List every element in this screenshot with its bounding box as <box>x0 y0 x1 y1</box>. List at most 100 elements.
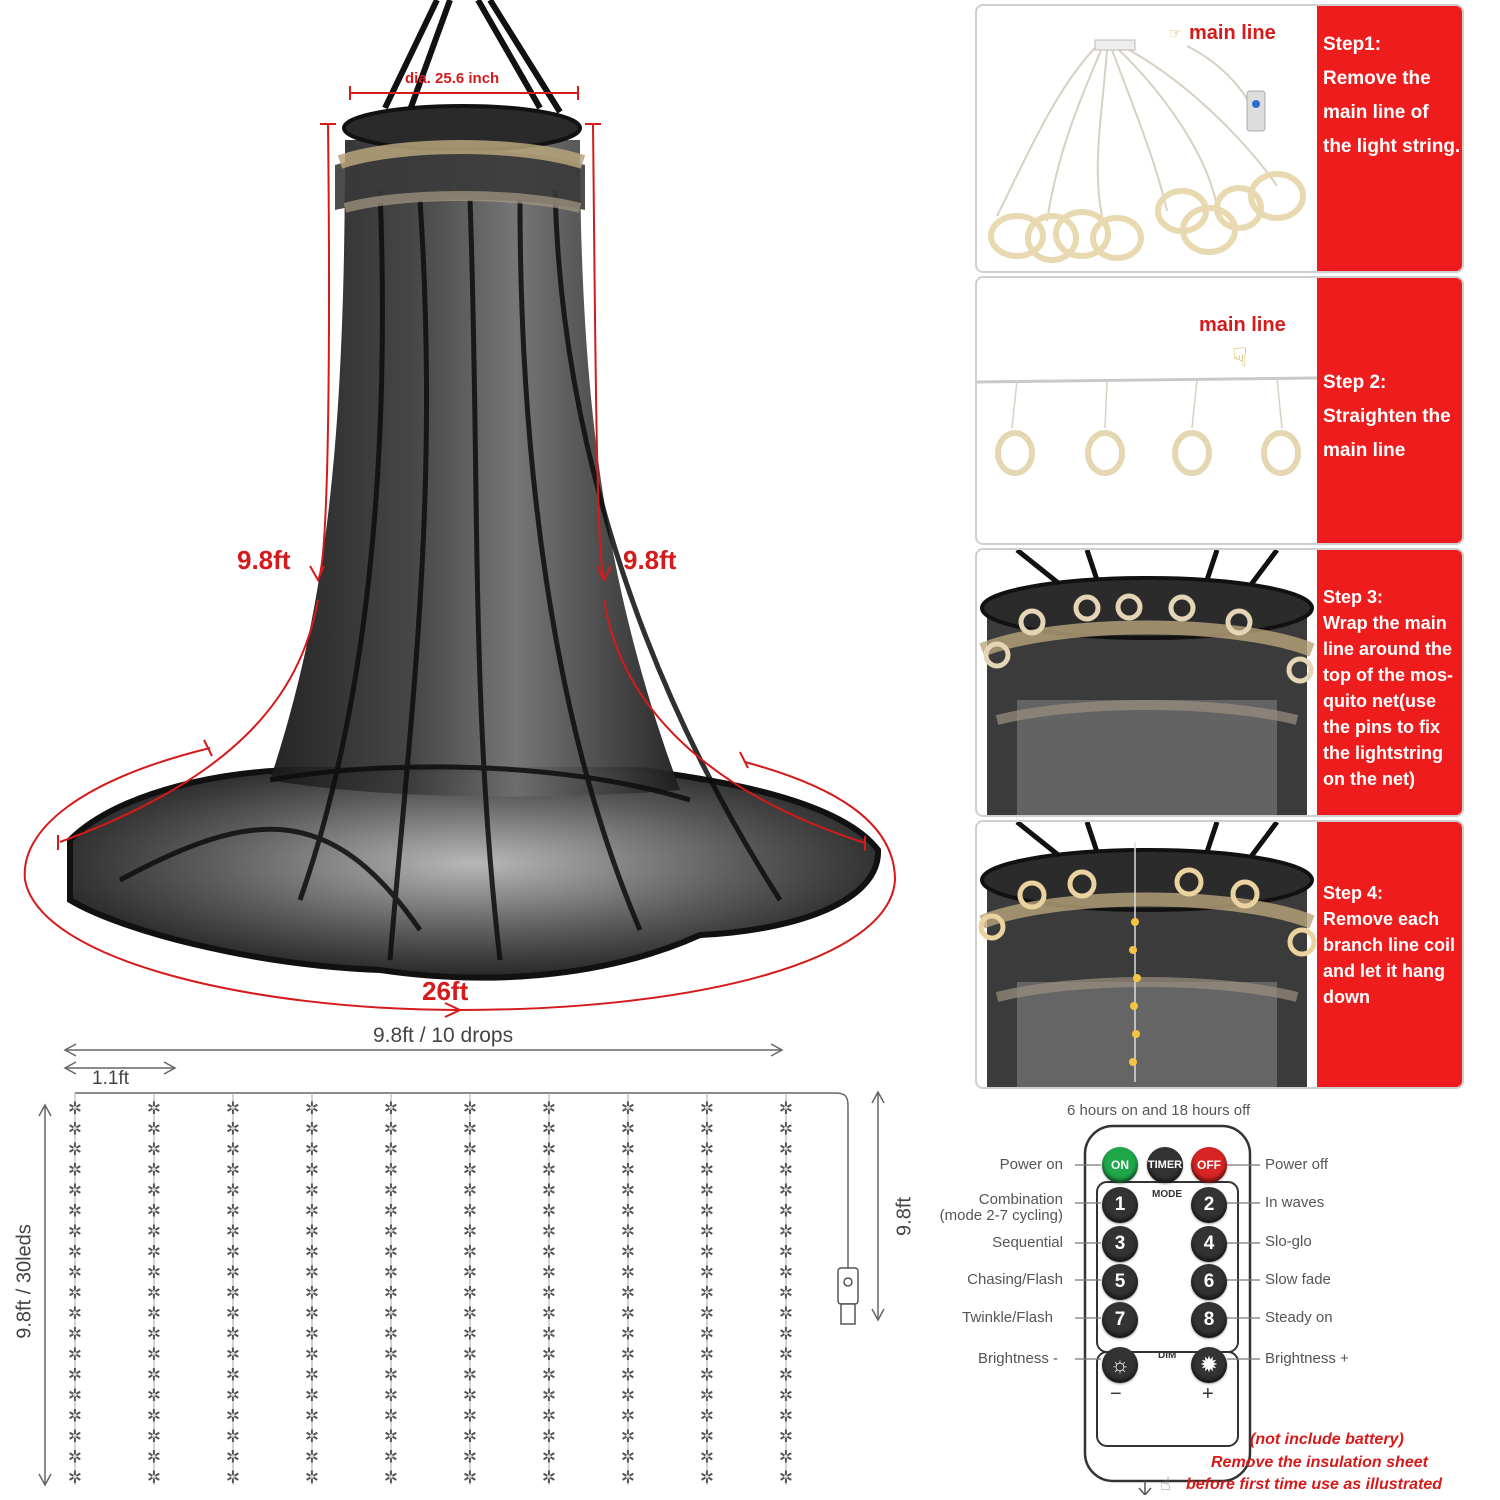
led-star-icon: ✲ <box>68 1161 82 1180</box>
led-star-icon: ✲ <box>463 1304 477 1323</box>
remote-button-2[interactable]: 2 <box>1191 1187 1227 1223</box>
led-star-icon: ✲ <box>621 1202 635 1221</box>
led-star-icon: ✲ <box>305 1407 319 1426</box>
led-star-icon: ✲ <box>621 1284 635 1303</box>
led-star-icon: ✲ <box>542 1345 556 1364</box>
led-star-icon: ✲ <box>463 1325 477 1344</box>
led-star-icon: ✲ <box>779 1325 793 1344</box>
svg-text:☞: ☞ <box>1169 25 1182 41</box>
remote-timer-button[interactable]: TIMER <box>1147 1147 1183 1183</box>
led-star-icon: ✲ <box>68 1448 82 1467</box>
led-star-icon: ✲ <box>68 1222 82 1241</box>
curtain-height-label: 9.8ft / 30leds <box>13 1224 36 1339</box>
pull-hand-icon: ☝ <box>1160 1474 1171 1494</box>
led-star-icon: ✲ <box>700 1263 714 1282</box>
led-star-icon: ✲ <box>226 1222 240 1241</box>
led-star-icon: ✲ <box>779 1222 793 1241</box>
led-star-icon: ✲ <box>463 1386 477 1405</box>
remote-plus-label: + <box>1202 1383 1214 1405</box>
led-star-icon: ✲ <box>779 1243 793 1262</box>
led-star-icon: ✲ <box>305 1181 319 1200</box>
led-star-icon: ✲ <box>463 1448 477 1467</box>
remote-button-6[interactable]: 6 <box>1191 1264 1227 1300</box>
led-star-icon: ✲ <box>147 1386 161 1405</box>
led-star-icon: ✲ <box>147 1099 161 1118</box>
led-star-icon: ✲ <box>779 1427 793 1446</box>
led-star-icon: ✲ <box>384 1366 398 1385</box>
led-star-icon: ✲ <box>384 1263 398 1282</box>
led-star-icon: ✲ <box>621 1386 635 1405</box>
led-star-icon: ✲ <box>384 1120 398 1139</box>
led-star-icon: ✲ <box>68 1345 82 1364</box>
step-1-panel: ☞ main line Step1: Remove the main line … <box>975 4 1464 273</box>
led-star-icon: ✲ <box>384 1345 398 1364</box>
led-star-icon: ✲ <box>542 1161 556 1180</box>
led-star-icon: ✲ <box>226 1407 240 1426</box>
remote-off-button[interactable]: OFF <box>1191 1147 1227 1183</box>
brightness-up-button[interactable]: ✹ <box>1191 1347 1227 1383</box>
led-star-icon: ✲ <box>226 1263 240 1282</box>
led-star-icon: ✲ <box>463 1222 477 1241</box>
step-3-text-block: Step 3: Wrap the main line around the to… <box>1317 550 1462 815</box>
step-2-callout: main line <box>1199 314 1286 336</box>
led-star-icon: ✲ <box>305 1304 319 1323</box>
curtain-spacing-label: 1.1ft <box>92 1068 129 1089</box>
led-star-icon: ✲ <box>542 1222 556 1241</box>
led-star-icon: ✲ <box>463 1161 477 1180</box>
led-star-icon: ✲ <box>779 1181 793 1200</box>
led-star-icon: ✲ <box>305 1345 319 1364</box>
led-star-icon: ✲ <box>463 1366 477 1385</box>
led-star-icon: ✲ <box>463 1263 477 1282</box>
led-star-icon: ✲ <box>621 1325 635 1344</box>
led-star-icon: ✲ <box>384 1140 398 1159</box>
canopy-height-left: 9.8ft <box>237 545 291 575</box>
led-star-icon: ✲ <box>621 1263 635 1282</box>
remote-button-7[interactable]: 7 <box>1102 1302 1138 1338</box>
led-star-icon: ✲ <box>305 1120 319 1139</box>
remote-button-5[interactable]: 5 <box>1102 1264 1138 1300</box>
led-star-icon: ✲ <box>68 1386 82 1405</box>
sun-dim-icon: ☼ <box>1109 1352 1131 1377</box>
led-star-icon: ✲ <box>779 1345 793 1364</box>
led-star-icon: ✲ <box>384 1202 398 1221</box>
led-star-icon: ✲ <box>68 1243 82 1262</box>
remote-button-1[interactable]: 1 <box>1102 1187 1138 1223</box>
label-slo-glo: Slo-glo <box>1265 1233 1312 1250</box>
led-star-icon: ✲ <box>542 1325 556 1344</box>
led-star-icon: ✲ <box>68 1120 82 1139</box>
led-star-icon: ✲ <box>147 1243 161 1262</box>
led-star-icon: ✲ <box>779 1202 793 1221</box>
label-sequential: Sequential <box>992 1234 1063 1251</box>
led-star-icon: ✲ <box>68 1140 82 1159</box>
led-star-icon: ✲ <box>779 1304 793 1323</box>
led-star-icon: ✲ <box>542 1284 556 1303</box>
led-star-icon: ✲ <box>384 1284 398 1303</box>
led-star-icon: ✲ <box>226 1468 240 1487</box>
led-star-icon: ✲ <box>147 1181 161 1200</box>
led-star-icon: ✲ <box>226 1181 240 1200</box>
led-star-icon: ✲ <box>700 1468 714 1487</box>
led-star-icon: ✲ <box>226 1120 240 1139</box>
led-star-icon: ✲ <box>68 1427 82 1446</box>
led-star-icon: ✲ <box>147 1468 161 1487</box>
led-star-icon: ✲ <box>147 1407 161 1426</box>
led-star-icon: ✲ <box>305 1386 319 1405</box>
label-combination: Combination (mode 2-7 cycling) <box>939 1191 1063 1224</box>
step-2-text: Straighten the main line <box>1323 406 1451 461</box>
led-star-icon: ✲ <box>700 1407 714 1426</box>
led-star-icon: ✲ <box>68 1366 82 1385</box>
led-star-icon: ✲ <box>542 1304 556 1323</box>
remote-on-button[interactable]: ON <box>1102 1147 1138 1183</box>
remote-button-3[interactable]: 3 <box>1102 1226 1138 1262</box>
led-star-icon: ✲ <box>384 1325 398 1344</box>
led-star-icon: ✲ <box>700 1427 714 1446</box>
led-star-icon: ✲ <box>384 1468 398 1487</box>
led-star-icon: ✲ <box>542 1120 556 1139</box>
led-star-icon: ✲ <box>226 1386 240 1405</box>
brightness-down-button[interactable]: ☼ <box>1102 1347 1138 1383</box>
led-star-icon: ✲ <box>621 1448 635 1467</box>
led-star-icon: ✲ <box>779 1386 793 1405</box>
remote-button-4[interactable]: 4 <box>1191 1226 1227 1262</box>
led-star-icon: ✲ <box>463 1140 477 1159</box>
remote-button-8[interactable]: 8 <box>1191 1302 1227 1338</box>
